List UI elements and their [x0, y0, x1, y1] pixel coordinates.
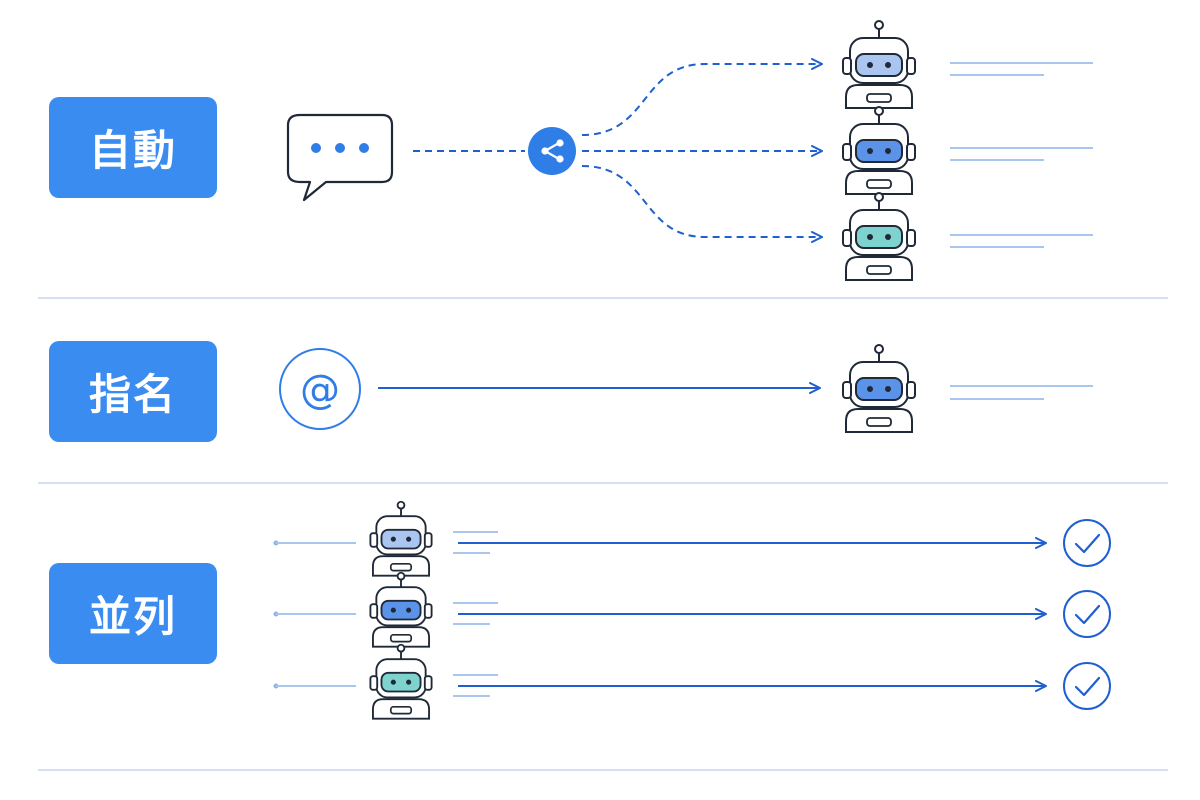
input-line — [273, 611, 356, 617]
check-circle-icon — [1063, 519, 1111, 567]
robot-icon — [842, 192, 916, 281]
label-named: 指名 — [49, 341, 217, 442]
dashed-arrow-bottom — [581, 165, 823, 243]
check-circle-icon — [1063, 590, 1111, 638]
speed-lines — [453, 531, 498, 554]
at-symbol: @ — [300, 367, 340, 413]
speed-lines — [453, 602, 498, 625]
robot-icon — [842, 20, 916, 109]
at-sign-icon: @ — [279, 348, 361, 430]
speed-lines — [453, 674, 498, 697]
chat-bubble-icon — [286, 113, 394, 202]
label-parallel: 並列 — [49, 563, 217, 664]
check-circle-icon — [1063, 662, 1111, 710]
robot-icon — [369, 571, 433, 648]
share-icon — [528, 127, 576, 175]
robot-icon — [842, 106, 916, 195]
robot-icon — [842, 344, 916, 433]
robot-icon — [369, 500, 433, 577]
robot-icon — [369, 643, 433, 720]
label-auto: 自動 — [49, 97, 217, 198]
output-lines — [950, 62, 1093, 248]
output-lines — [950, 385, 1093, 400]
dashed-arrow-top — [581, 58, 823, 136]
input-line — [273, 540, 356, 546]
input-line — [273, 683, 356, 689]
